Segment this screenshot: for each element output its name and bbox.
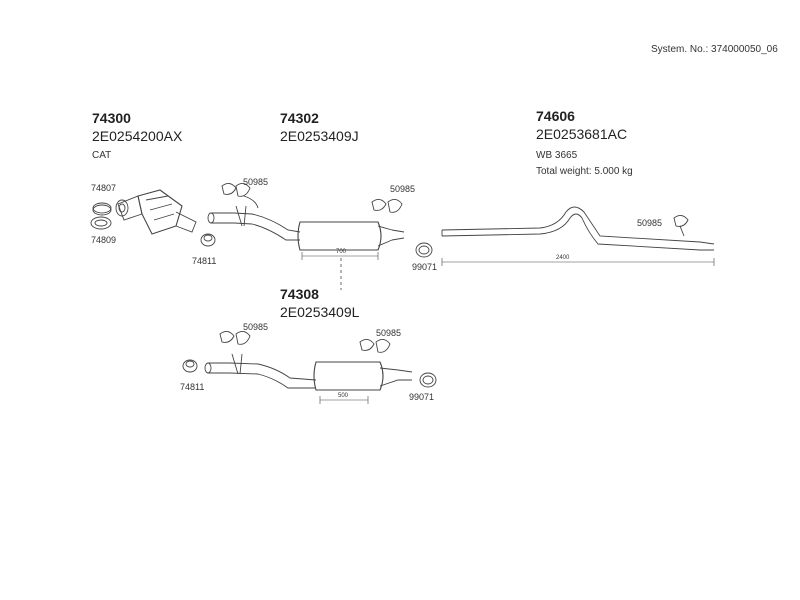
hanger-50985-e (359, 339, 391, 353)
tail-pipe (441, 206, 715, 251)
label-50985-b: 50985 (390, 184, 416, 194)
clamp-74811-bottom (182, 359, 198, 373)
label-74811-bottom: 74811 (180, 382, 205, 392)
hanger-50985-c (673, 215, 689, 237)
dimension-700: 700 (336, 249, 347, 255)
note-total-weight: Total weight: 5.000 kg (536, 166, 633, 177)
dimension-2400: 2400 (556, 255, 570, 261)
note-cat: CAT (92, 150, 112, 161)
dimension-500: 500 (338, 393, 349, 399)
part-number-74308: 74308 (280, 286, 319, 302)
gasket-74809 (90, 216, 112, 230)
oem-number-74308: 2E0253409L (280, 304, 360, 320)
middle-silencer-top (207, 205, 405, 251)
hanger-50985-d (219, 331, 251, 345)
oem-number-74606: 2E0253681AC (536, 126, 628, 142)
label-74811-top: 74811 (192, 256, 217, 266)
note-wheelbase: WB 3665 (536, 150, 578, 161)
label-50985-a: 50985 (243, 177, 269, 187)
part-number-74606: 74606 (536, 108, 575, 124)
label-74807: 74807 (91, 183, 117, 193)
middle-silencer-bottom (204, 353, 413, 391)
clamp-74807 (92, 202, 112, 216)
part-number-74302: 74302 (280, 110, 319, 126)
part-number-74300: 74300 (92, 110, 131, 126)
clamp-74811-top (200, 233, 216, 247)
clamp-99071-top (415, 242, 433, 258)
hanger-50985-b (371, 199, 403, 213)
label-74809: 74809 (91, 235, 117, 245)
oem-number-74300: 2E0254200AX (92, 128, 183, 144)
hanger-50985-a (221, 183, 259, 209)
clamp-99071-bottom (419, 372, 437, 388)
system-number: System. No.: 374000050_06 (651, 44, 778, 55)
catalytic-converter (115, 189, 197, 235)
label-50985-c: 50985 (637, 218, 663, 228)
label-99071-top: 99071 (412, 262, 438, 272)
label-50985-e: 50985 (376, 328, 402, 338)
label-50985-d: 50985 (243, 322, 269, 332)
label-99071-bottom: 99071 (409, 392, 435, 402)
oem-number-74302: 2E0253409J (280, 128, 359, 144)
